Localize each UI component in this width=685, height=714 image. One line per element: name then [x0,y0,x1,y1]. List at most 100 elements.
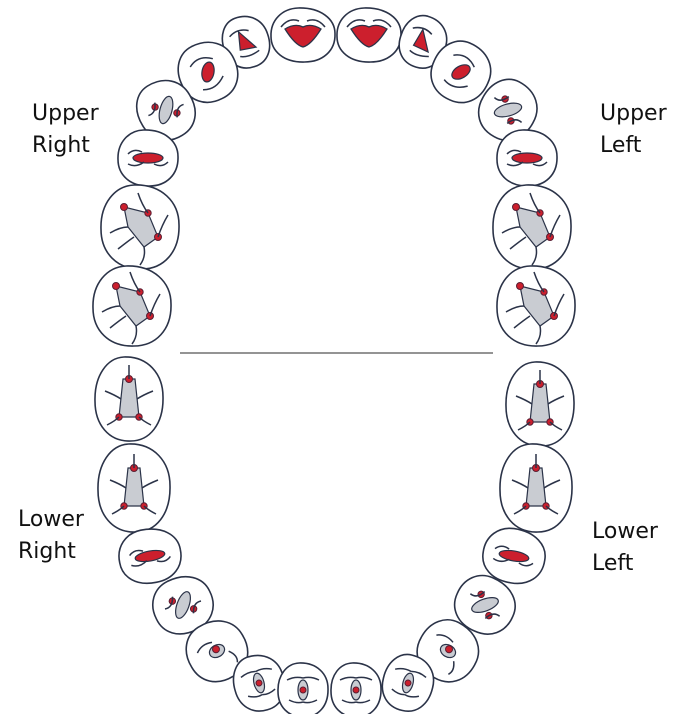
tooth-upper-lateral-incisor-left [398,14,448,69]
caries-dot [112,282,120,290]
tooth-upper-canine-left [430,40,492,104]
fissure-patch [525,467,547,507]
groove [101,271,161,345]
tooth-lower-central-incisor-left [330,662,382,714]
caries-dot [255,679,263,687]
label-upper-right-line2: Right [32,133,90,158]
fissure-patch [471,597,499,613]
groove [409,26,433,58]
lesion [412,27,429,54]
fissure-patch [519,285,555,327]
tooth-lower-canine-left [416,619,480,683]
tooth-upper-first-molar-left [492,184,572,270]
tooth-upper-second-premolar-right [117,129,179,187]
tooth-upper-first-premolar-right [135,79,197,141]
groove [505,271,565,345]
groove [506,149,548,167]
label-lower-right-line2: Right [18,539,76,564]
tooth-upper-first-premolar-left [477,78,538,141]
tooth-upper-lateral-incisor-right [221,15,271,69]
label-upper-left: Upper Left [600,98,667,162]
groove [280,19,326,28]
lesion [201,61,215,83]
label-upper-right-line1: Upper [32,101,99,126]
label-lower-left: Lower Left [592,516,658,580]
tooth-lower-first-molar-left [499,443,573,533]
groove [443,54,475,88]
fissure-patch [175,591,191,619]
groove [346,19,392,28]
groove [501,192,561,266]
tooth-upper-second-molar-left [496,265,576,347]
label-upper-right: Upper Right [32,98,99,162]
groove [339,676,373,704]
groove [109,192,169,266]
tooth-lower-second-molar-right [94,356,164,442]
lesion [350,24,388,48]
groove [196,641,239,663]
fissure-patch [158,95,174,125]
caries-dot [299,686,307,694]
tooth-lower-second-premolar-right [118,528,182,585]
groove [511,454,561,515]
tooth-lower-first-molar-right [97,443,171,533]
lesion [132,152,164,164]
groove [189,56,224,91]
tooth-upper-second-molar-right [92,265,172,347]
label-upper-left-line2: Left [600,133,642,158]
groove [128,549,172,567]
lesion [451,64,471,80]
label-lower-left-line1: Lower [592,519,658,544]
tooth-upper-canine-right [177,41,239,104]
caries-dot [516,282,524,290]
lesion [237,30,258,51]
fissure-patch [529,383,551,423]
groove [469,591,501,619]
fissure-patch [118,378,140,418]
groove [436,634,455,675]
caries-dot [212,645,220,654]
fissure-patch [115,285,151,327]
fissure-patch [493,102,523,118]
fissure-patch [123,467,145,507]
groove [240,667,276,698]
groove [148,102,184,118]
tooth-upper-central-incisor-right [270,7,336,63]
tooth-lower-lateral-incisor-left [381,653,435,712]
lesion [511,152,543,164]
caries-dot [445,645,453,654]
groove [493,96,523,124]
caries-dot [404,679,412,687]
lesion [134,549,166,563]
tooth-lower-second-molar-left [505,361,575,447]
label-upper-left-line1: Upper [600,101,667,126]
groove [109,454,159,515]
tooth-lower-lateral-incisor-right [232,654,286,712]
label-lower-right: Lower Right [18,504,84,568]
lesion [284,24,322,48]
fissure-patch [515,206,551,248]
groove [229,29,260,58]
tooth-upper-central-incisor-left [336,7,402,63]
tooth-lower-central-incisor-right [277,662,329,714]
tooth-lower-second-premolar-left [482,527,546,585]
tooth-upper-second-premolar-left [496,129,558,187]
tooth-upper-first-molar-right [100,184,180,270]
caries-dot [512,203,520,211]
label-lower-left-line2: Left [592,551,634,576]
groove [391,667,427,698]
label-lower-right-line1: Lower [18,507,84,532]
teeth-group [92,7,576,714]
lesion [498,549,530,563]
groove [127,149,169,167]
groove [286,676,320,704]
groove [492,545,534,567]
caries-dot [352,686,360,694]
groove [104,365,154,426]
fissure-patch [123,206,159,248]
groove [515,370,565,431]
caries-dot [120,203,128,211]
tooth-lower-first-premolar-left [453,574,516,635]
groove [164,596,202,614]
